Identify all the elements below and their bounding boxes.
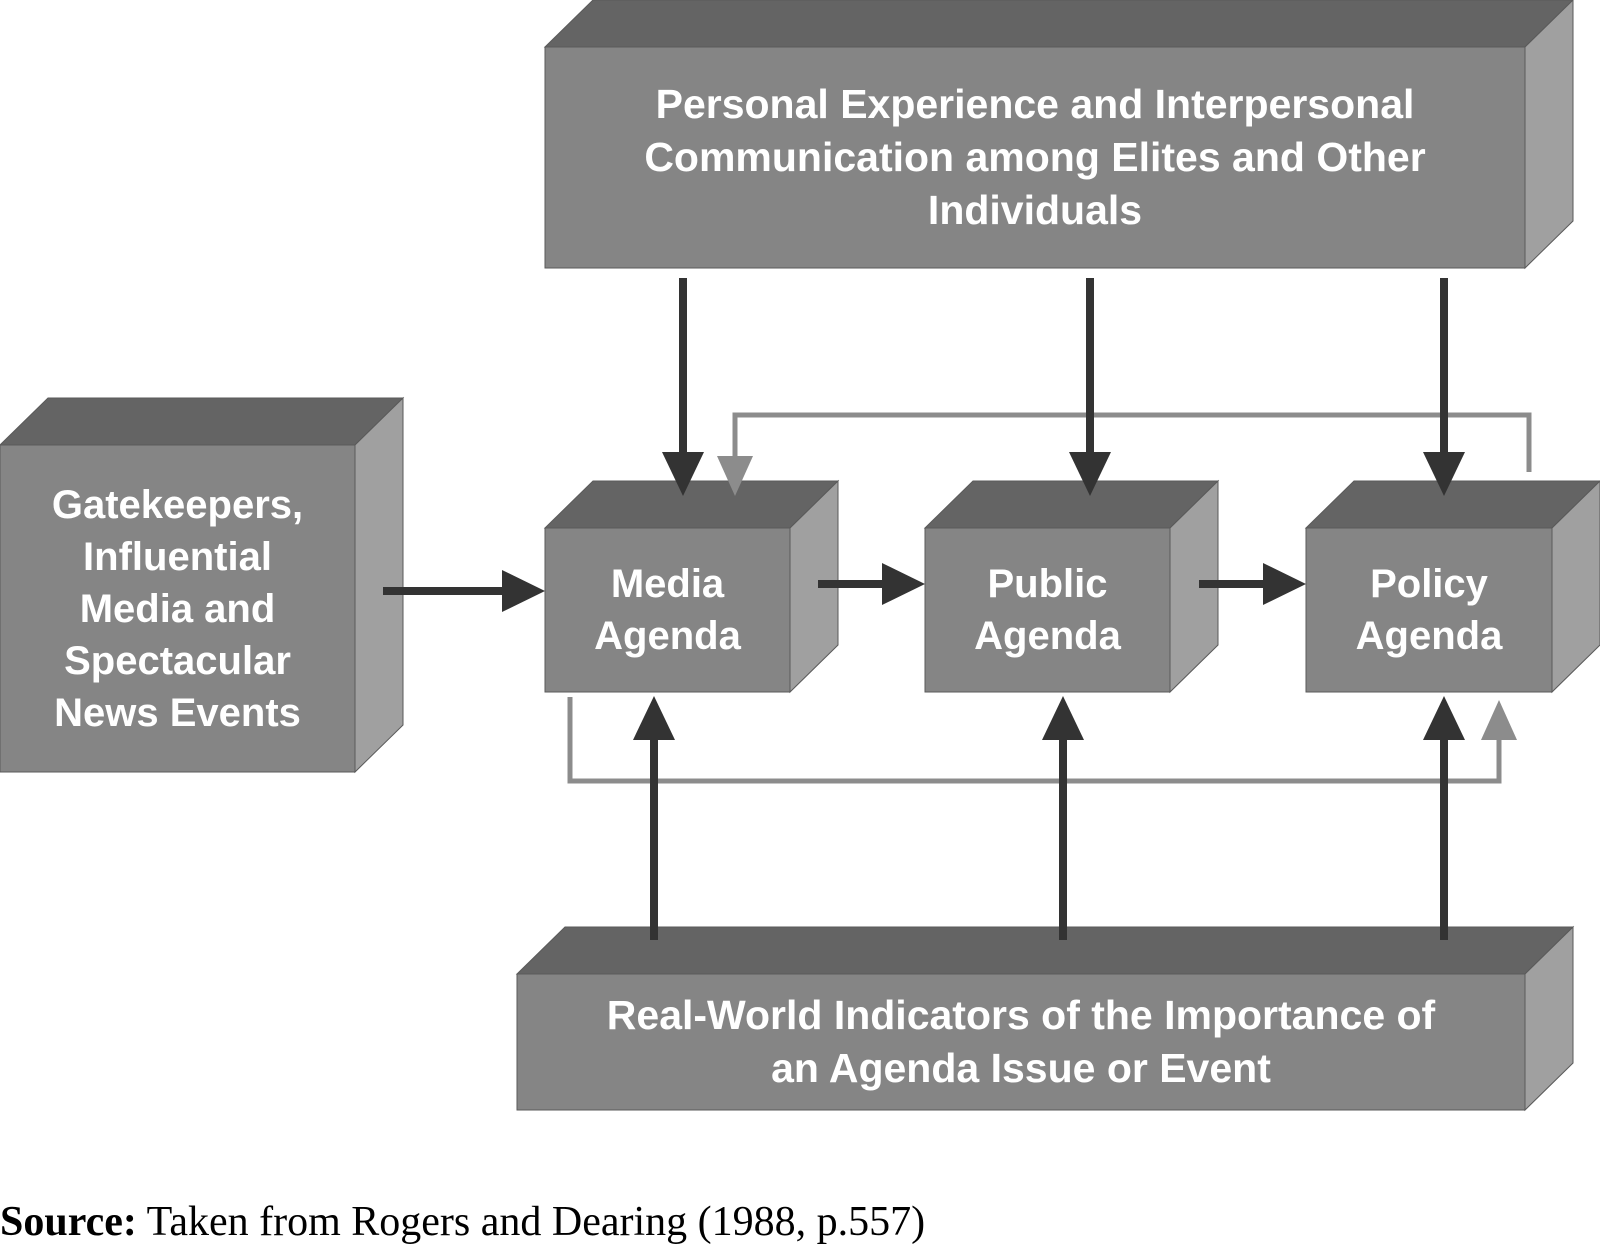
label-personal-experience: Personal Experience and Interpersonal Co… <box>644 81 1426 233</box>
arrow-personal-to-media <box>662 278 704 496</box>
arrow-personal-to-policy <box>1423 278 1465 496</box>
label-real-world-indicators: Real-World Indicators of the Importance … <box>606 992 1436 1091</box>
box-public-agenda <box>923 479 1220 694</box>
box-gatekeepers <box>0 396 405 774</box>
arrow-public-to-policy <box>1199 563 1306 605</box>
feedback-loop-media-to-policy <box>567 697 1517 784</box>
box-personal-experience <box>543 0 1574 270</box>
label-gatekeepers: Gatekeepers, Influential Media and Spect… <box>51 482 304 735</box>
label-media-agenda: Media Agenda <box>594 562 741 658</box>
arrow-realworld-to-public <box>1042 696 1084 940</box>
feedback-loop-policy-to-media <box>717 412 1532 496</box>
label-public-agenda: Public Agenda <box>974 562 1121 658</box>
label-policy-agenda: Policy Agenda <box>1355 562 1503 658</box>
source-label: Source: <box>0 1199 137 1245</box>
arrow-realworld-to-policy <box>1423 696 1465 940</box>
source-text: Taken from Rogers and Dearing (1988, p.5… <box>136 1199 926 1245</box>
box-real-world-indicators <box>515 925 1575 1112</box>
box-media-agenda <box>543 479 840 694</box>
arrow-personal-to-public <box>1069 278 1111 496</box>
box-policy-agenda <box>1304 480 1600 694</box>
arrow-realworld-to-media <box>633 696 675 940</box>
arrow-gatekeepers-to-media <box>383 570 545 612</box>
arrow-media-to-public <box>818 563 925 605</box>
source-caption: Source: Taken from Rogers and Dearing (1… <box>0 1196 1600 1248</box>
